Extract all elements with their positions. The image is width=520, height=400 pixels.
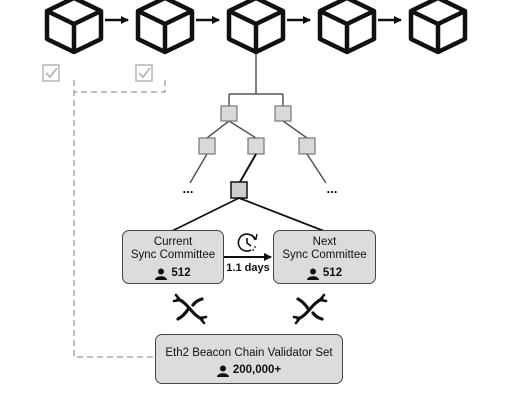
sync-period-label: 1.1 days <box>226 262 270 274</box>
tree-ellipsis-right: ... <box>327 181 338 196</box>
cube-icon <box>47 0 101 52</box>
sync-committee-root-node <box>230 181 248 199</box>
person-icon <box>306 268 319 280</box>
cube-icon <box>320 0 374 52</box>
next-sync-committee-box: Next Sync Committee 512 <box>273 230 376 284</box>
person-icon <box>216 365 229 377</box>
tree-node <box>247 137 265 155</box>
person-icon <box>155 268 168 280</box>
tree-node <box>198 137 216 155</box>
checkbox-icon <box>135 64 153 82</box>
validator-set-box: Eth2 Beacon Chain Validator Set 200,000+ <box>155 334 343 384</box>
tree-node <box>220 105 238 122</box>
root-link-current <box>171 197 240 232</box>
tree-node <box>274 105 292 122</box>
current-committee-count-row: 512 <box>123 267 223 280</box>
next-committee-count: 512 <box>322 267 343 279</box>
cube-icon <box>229 0 283 52</box>
root-link-next <box>238 197 325 232</box>
validator-set-count-row: 200,000+ <box>156 364 342 377</box>
block-chain <box>47 0 465 52</box>
shuffle-icon <box>172 293 208 325</box>
cube-icon <box>138 0 192 52</box>
tree-ellipsis-left: ... <box>183 181 194 196</box>
next-committee-count-row: 512 <box>274 267 375 280</box>
cube-icon <box>411 0 465 52</box>
current-committee-count: 512 <box>171 267 191 279</box>
current-sync-committee-box: Current Sync Committee 512 <box>122 230 224 284</box>
validator-set-count: 200,000+ <box>232 364 282 376</box>
next-committee-label-line1: Next <box>312 236 337 248</box>
tree-node <box>298 137 316 155</box>
dashed-connector <box>74 80 166 93</box>
shuffle-icon <box>292 293 328 325</box>
clock-icon <box>237 233 258 252</box>
current-committee-label-line1: Current <box>153 236 193 248</box>
current-committee-label-line2: Sync Committee <box>130 249 216 261</box>
dashed-connector <box>73 80 155 358</box>
validator-set-title: Eth2 Beacon Chain Validator Set <box>165 347 333 359</box>
merkle-nodes <box>198 105 316 155</box>
merkle-tree <box>189 54 327 184</box>
checkbox-icon <box>42 64 60 82</box>
next-committee-label-line2: Sync Committee <box>282 249 367 261</box>
